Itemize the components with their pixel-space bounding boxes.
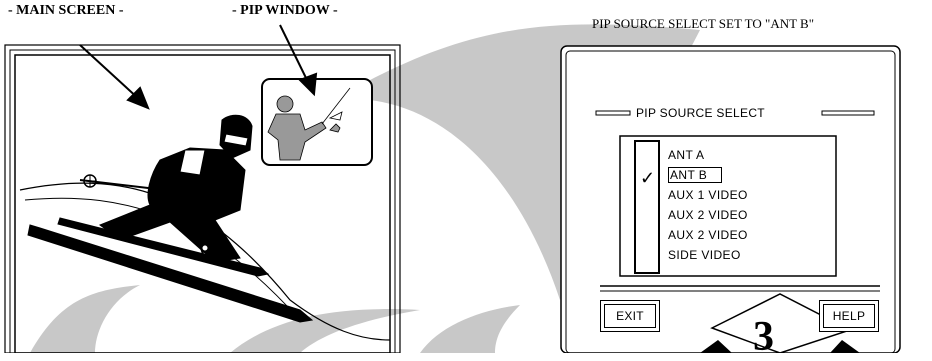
exit-button[interactable]: EXIT (604, 304, 656, 328)
main-screen-label: - MAIN SCREEN - (8, 3, 124, 19)
bottom-swoosh-2 (230, 309, 420, 353)
source-option-list: ANT A ANT B AUX 1 VIDEO AUX 2 VIDEO AUX … (668, 145, 748, 265)
bottom-swoosh (30, 285, 140, 353)
diagram-caption: PIP SOURCE SELECT SET TO "ANT B" (592, 16, 814, 32)
option-aux-2-video-second[interactable]: AUX 2 VIDEO (668, 225, 748, 245)
option-aux-1-video[interactable]: AUX 1 VIDEO (668, 185, 748, 205)
option-ant-a[interactable]: ANT A (668, 145, 748, 165)
menu-title: PIP SOURCE SELECT (634, 106, 767, 120)
option-side-video[interactable]: SIDE VIDEO (668, 245, 748, 265)
pip-window-label: - PIP WINDOW - (232, 3, 338, 19)
option-aux-2-video[interactable]: AUX 2 VIDEO (668, 205, 748, 225)
option-ant-b[interactable]: ANT B (668, 165, 748, 185)
step-number: 3 (753, 313, 774, 361)
checkmark-icon: ✓ (640, 168, 655, 189)
checkmark-column (635, 141, 659, 273)
help-button[interactable]: HELP (823, 304, 875, 328)
bottom-swoosh-3 (420, 305, 520, 353)
